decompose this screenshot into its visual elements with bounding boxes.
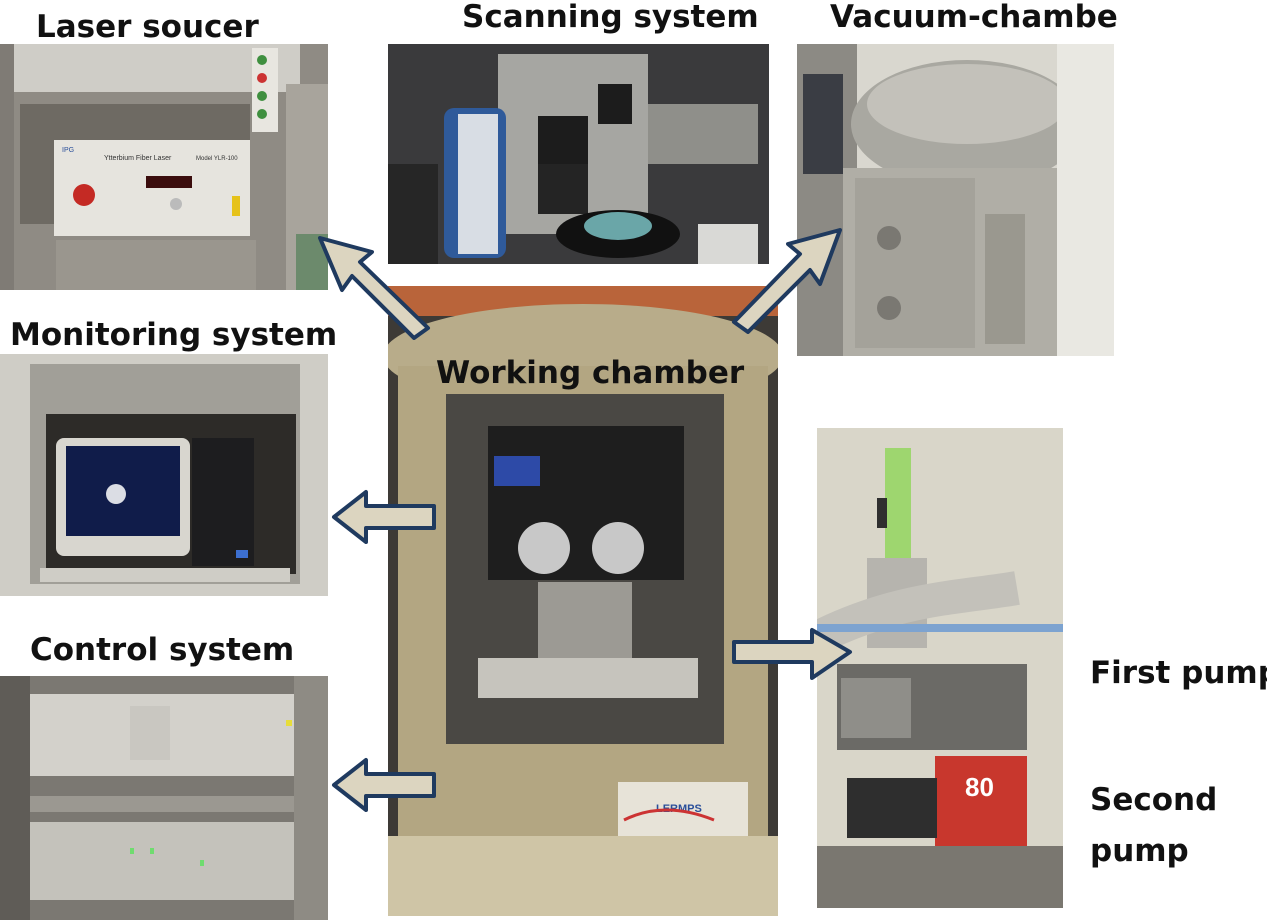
vacuum-chamber-photo xyxy=(797,44,1114,356)
label-second-pump-line1: Second xyxy=(1090,782,1218,818)
label-first-pump: First pump xyxy=(1090,655,1267,691)
label-working-chamber: Working chamber xyxy=(436,355,745,391)
laser-source-photo: Ytterbium Fiber Laser IPG Model YLR-100 xyxy=(0,44,328,290)
arrow-to-pumps xyxy=(732,628,852,680)
laser-model: Model YLR-100 xyxy=(196,156,238,162)
label-scanning-system: Scanning system xyxy=(462,0,759,35)
control-system-photo xyxy=(0,676,328,920)
pump-model-number: 80 xyxy=(965,772,994,802)
label-vacuum-chamber: Vacuum-chambe xyxy=(830,0,1118,35)
working-chamber-photo: LERMPS xyxy=(388,286,778,916)
scanning-system-photo xyxy=(388,44,769,264)
arrow-to-monitoring-system xyxy=(332,490,436,544)
pumps-photo: 80 xyxy=(817,428,1063,908)
label-monitoring-system: Monitoring system xyxy=(10,317,338,353)
arrow-to-control-system xyxy=(332,758,436,812)
laser-panel-title: Ytterbium Fiber Laser xyxy=(104,155,172,162)
label-second-pump-line2: pump xyxy=(1090,833,1189,869)
label-control-system: Control system xyxy=(30,632,295,668)
laser-brand: IPG xyxy=(62,147,74,154)
arrow-to-vacuum-chamber xyxy=(732,228,842,334)
monitoring-system-photo xyxy=(0,354,328,596)
label-laser-source: Laser soucer xyxy=(36,9,259,45)
arrow-to-laser-source xyxy=(318,236,430,340)
